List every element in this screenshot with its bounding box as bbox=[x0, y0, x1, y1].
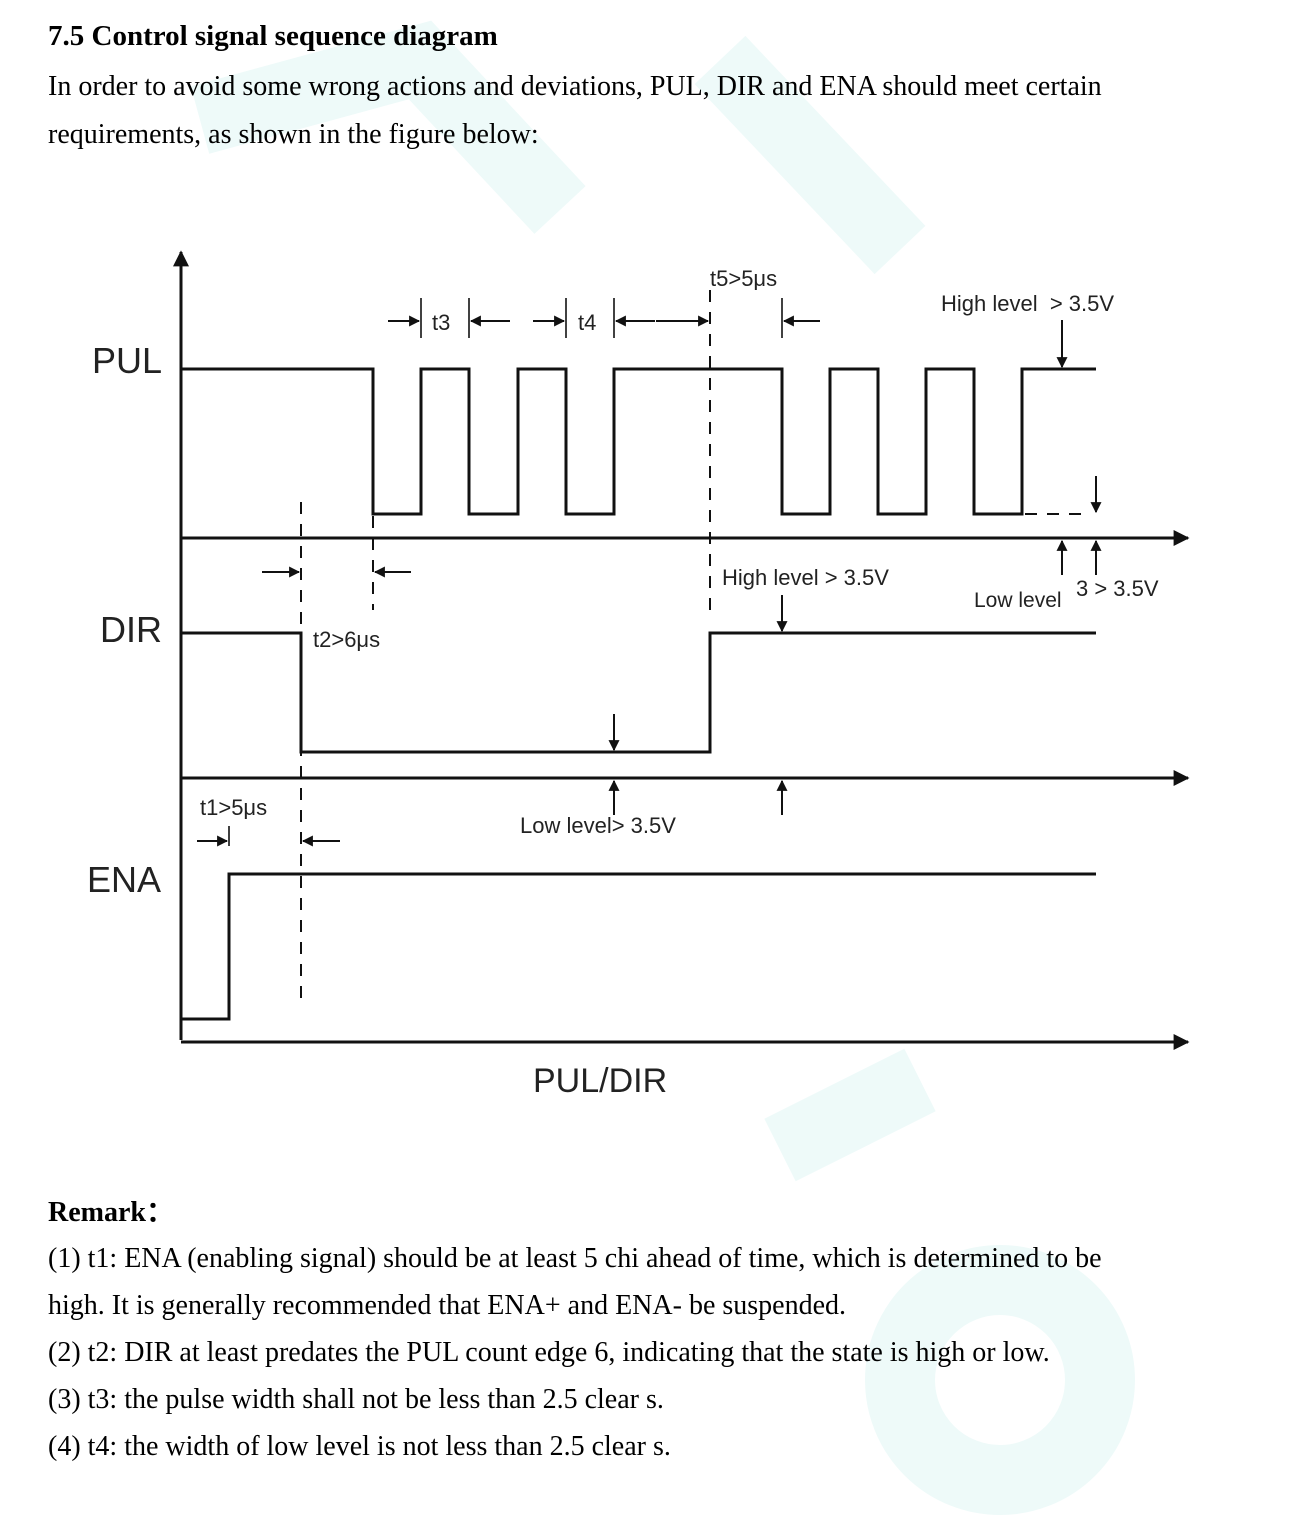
dir-waveform bbox=[181, 631, 1096, 754]
pul-low-level-label: Low level bbox=[974, 589, 1062, 612]
intro-line-2: requirements, as shown in the figure bel… bbox=[48, 119, 539, 150]
timing-diagram: PUL DIR ENA PUL/DIR t3 t4 t5>5μs t2>6μs … bbox=[87, 250, 1190, 1100]
remark-item-1: (1) t1: ENA (enabling signal) should be … bbox=[48, 1243, 1102, 1274]
dir-signal-label: DIR bbox=[100, 609, 162, 650]
remark-item-4: (4) t4: the width of low level is not le… bbox=[48, 1431, 671, 1462]
t3-label: t3 bbox=[432, 310, 450, 335]
remark-item-2: (2) t2: DIR at least predates the PUL co… bbox=[48, 1337, 1050, 1368]
pul-high-level-label: High level > 3.5V bbox=[941, 291, 1114, 316]
pul-low-level-value: 3 > 3.5V bbox=[1076, 576, 1159, 601]
ena-waveform bbox=[181, 872, 1096, 1021]
t2-label: t2>6μs bbox=[313, 627, 380, 652]
section-title: 7.5 Control signal sequence diagram bbox=[48, 20, 498, 52]
intro-paragraph: In order to avoid some wrong actions and… bbox=[48, 63, 1248, 159]
t1-label: t1>5μs bbox=[200, 795, 267, 820]
t5-label: t5>5μs bbox=[710, 266, 777, 291]
pul-waveform bbox=[181, 367, 1096, 516]
x-axis-label: PUL/DIR bbox=[533, 1062, 667, 1100]
dir-low-level-label: Low level> 3.5V bbox=[520, 813, 676, 838]
remark-item-1-continued: high. It is generally recommended that E… bbox=[48, 1290, 847, 1321]
ena-signal-label: ENA bbox=[87, 859, 161, 900]
dir-high-level-label: High level > 3.5V bbox=[722, 565, 889, 590]
remark-item-3: (3) t3: the pulse width shall not be les… bbox=[48, 1384, 664, 1415]
intro-line-1: In order to avoid some wrong actions and… bbox=[48, 71, 1102, 102]
remark-title: Remark： bbox=[48, 1197, 174, 1228]
t4-label: t4 bbox=[578, 310, 596, 335]
remark-list: (1) t1: ENA (enabling signal) should be … bbox=[48, 1235, 1248, 1470]
pul-signal-label: PUL bbox=[92, 340, 162, 381]
axes bbox=[173, 250, 1190, 1050]
